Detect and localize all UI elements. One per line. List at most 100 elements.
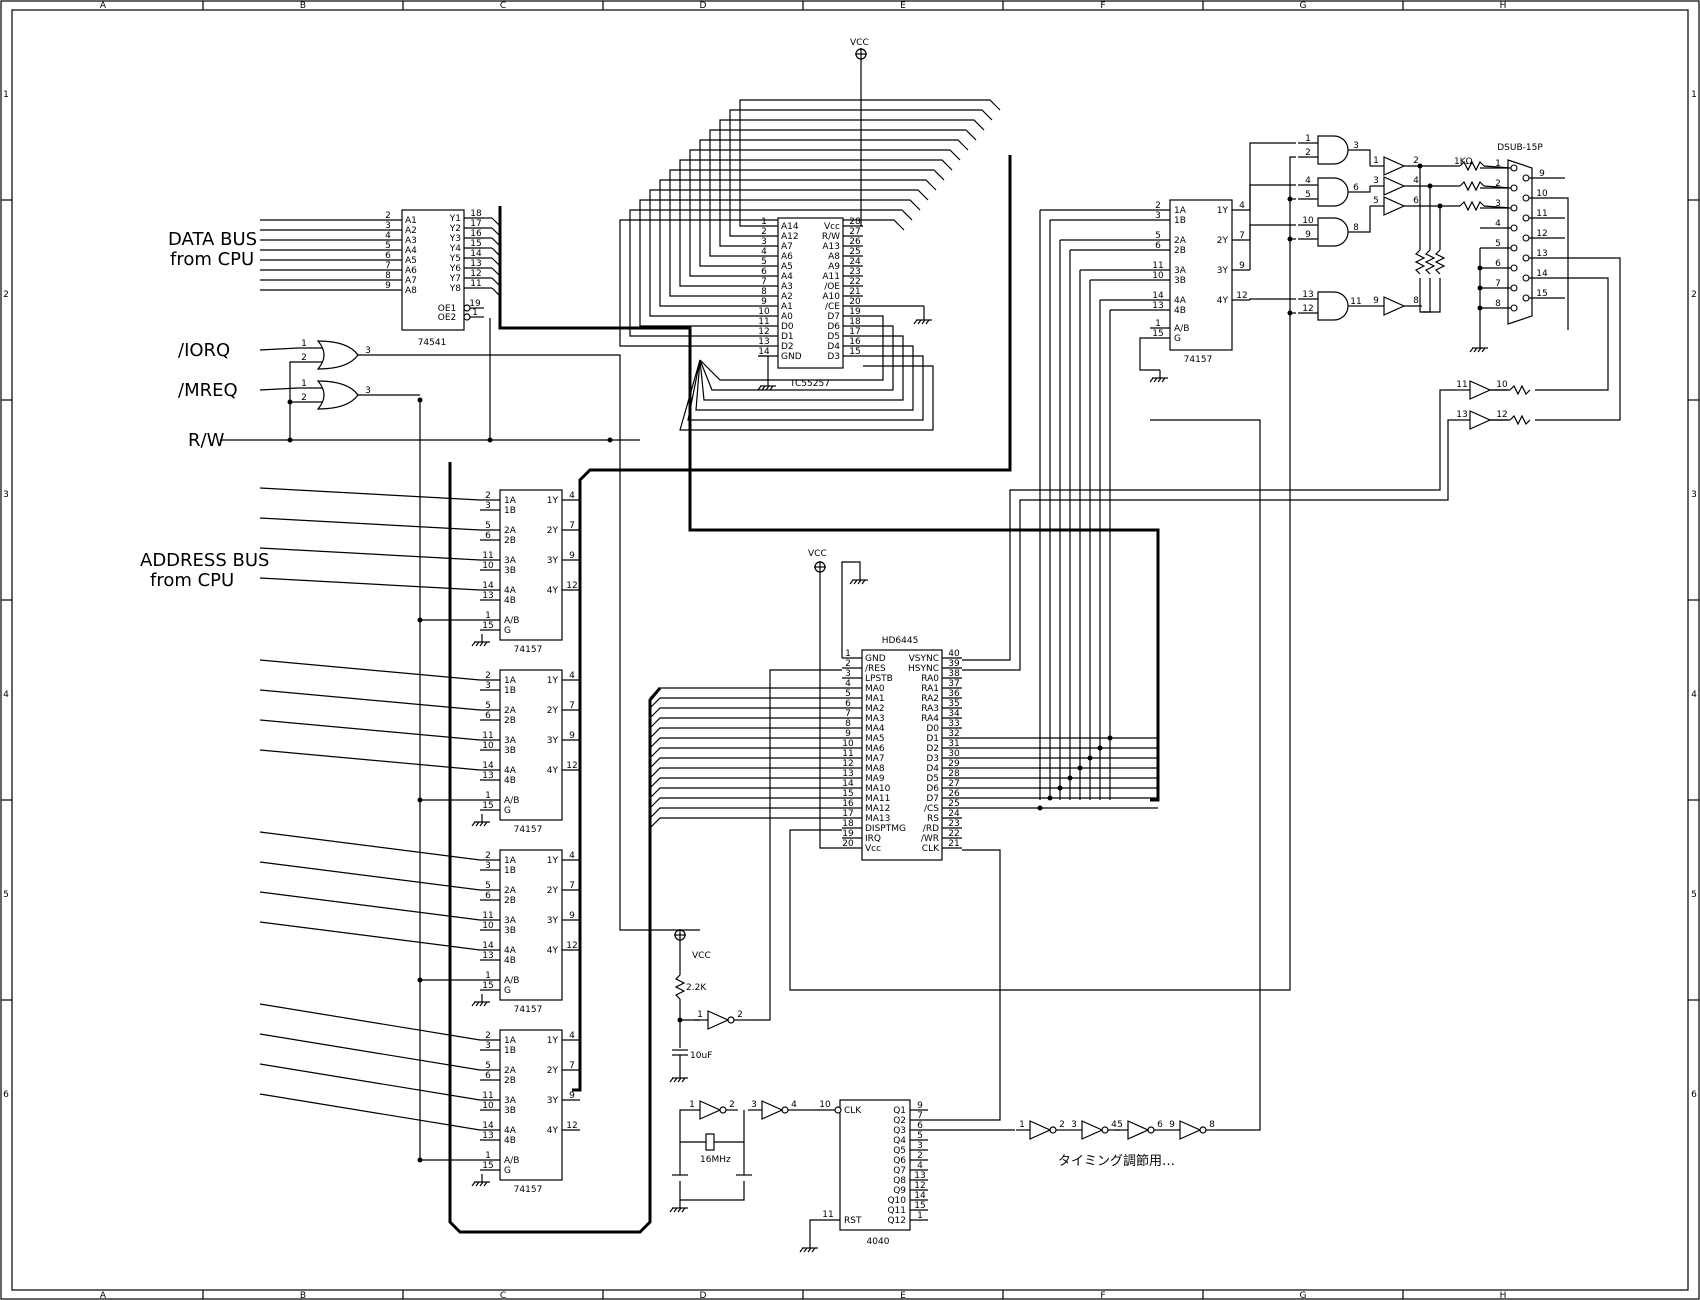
chip-74157-body — [499, 489, 563, 641]
pin-number: 15 — [482, 801, 493, 811]
wire — [677, 1207, 682, 1213]
pin-number: 9 — [1239, 261, 1245, 271]
pin-number: 14 — [470, 249, 482, 259]
wire — [729, 109, 993, 237]
pin-number: 6 — [1155, 241, 1161, 251]
pin-number: 9 — [1305, 230, 1311, 240]
dsub-pin — [1510, 284, 1518, 292]
pin-signal: 4Y — [547, 946, 559, 956]
ground-symbol — [471, 634, 490, 647]
pin-number: 13 — [482, 591, 493, 601]
and-gate-body — [1317, 291, 1349, 321]
pin-number: 32 — [948, 729, 959, 739]
wire — [376, 354, 700, 931]
grid-row-right: 3 — [1691, 490, 1697, 500]
wire — [699, 325, 894, 391]
pin-number: 15 — [482, 981, 493, 991]
pin-number: 2 — [1413, 156, 1419, 166]
grid-col-top: C — [500, 1, 506, 11]
pin-signal: /CE — [825, 302, 840, 312]
grid-row-left: 4 — [3, 690, 9, 700]
wire — [259, 861, 481, 891]
pin-number: 9 — [1539, 169, 1545, 179]
pin-signal: MA6 — [865, 744, 885, 754]
junction-dot — [607, 437, 613, 443]
wire — [1139, 337, 1160, 371]
pin-signal: A12 — [781, 232, 799, 242]
pin-number: 1 — [689, 1100, 695, 1110]
pin-number: 14 — [482, 761, 494, 771]
pin-signal: 3Y — [1217, 266, 1229, 276]
pin-number: 10 — [819, 1100, 831, 1110]
pin-signal: Q2 — [893, 1116, 906, 1126]
pin-signal: D3 — [926, 754, 939, 764]
inversion-bubble — [1049, 1126, 1057, 1134]
pin-signal: 3B — [504, 1106, 516, 1116]
pin-number: 2 — [761, 227, 767, 237]
pin-signal: D5 — [827, 332, 840, 342]
pin-signal: 3B — [1174, 276, 1186, 286]
pin-number: 11 — [1350, 297, 1361, 307]
wire — [709, 129, 977, 257]
pin-signal: 3A — [504, 556, 517, 566]
pin-number: 8 — [1209, 1120, 1215, 1130]
pin-signal: 1Y — [547, 1036, 559, 1046]
wire — [259, 1093, 481, 1131]
pin-number: 22 — [849, 277, 860, 287]
pin-signal: MA10 — [865, 784, 891, 794]
pin-signal: OE1 — [438, 304, 457, 314]
pin-signal: 4B — [504, 596, 516, 606]
pin-number: 38 — [948, 669, 960, 679]
wire — [479, 1181, 484, 1187]
dsub-pin — [1522, 294, 1530, 302]
grid-col-bottom: D — [700, 1291, 707, 1300]
wire — [917, 319, 922, 325]
pin-number: 4 — [569, 671, 575, 681]
wire — [259, 517, 481, 531]
resistor — [1459, 180, 1485, 192]
buffer-body — [1383, 296, 1406, 316]
wire — [479, 1001, 484, 1007]
pin-signal: Y8 — [449, 284, 461, 294]
pin-signal: 2A — [504, 706, 517, 716]
pin-signal: 2A — [1174, 236, 1187, 246]
pin-number: 1 — [1495, 159, 1501, 169]
pin-signal: A/B — [504, 616, 519, 626]
crystal-label: 16MHz — [700, 1155, 731, 1165]
pin-number: 6 — [485, 1071, 491, 1081]
wire — [479, 821, 484, 827]
pin-number: 11 — [470, 279, 481, 289]
wire — [799, 1247, 804, 1253]
pin-number: 1 — [697, 1010, 703, 1020]
pin-number: 13 — [914, 1171, 925, 1181]
pin-signal: A5 — [781, 262, 793, 272]
pin-number: 12 — [1302, 304, 1313, 314]
dsub-pin — [1510, 184, 1518, 192]
ground-symbol — [669, 1070, 688, 1083]
grid-row-right: 5 — [1691, 890, 1697, 900]
dsub-pin — [1522, 194, 1530, 202]
pin-number: 9 — [569, 731, 575, 741]
pin-number: 7 — [569, 701, 575, 711]
pin-number: 8 — [1353, 223, 1359, 233]
inversion-bubble — [834, 1106, 842, 1114]
inversion-bubble — [463, 313, 471, 321]
pin-signal: /RES — [865, 664, 886, 674]
pin-signal: 1B — [1174, 216, 1186, 226]
chip-hd6445-name: HD6445 — [882, 636, 919, 646]
pin-number: 1 — [1305, 134, 1311, 144]
pin-number: 11 — [1152, 261, 1163, 271]
chip-74157-video-body — [1169, 199, 1233, 351]
pin-number: 1 — [917, 1211, 923, 1221]
pin-number: 5 — [1155, 231, 1161, 241]
wire — [259, 659, 481, 681]
pin-number: 9 — [761, 297, 767, 307]
chip-74157-name: 74157 — [514, 1185, 543, 1195]
pin-signal: 3A — [504, 916, 517, 926]
pin-signal: OE2 — [438, 313, 457, 323]
